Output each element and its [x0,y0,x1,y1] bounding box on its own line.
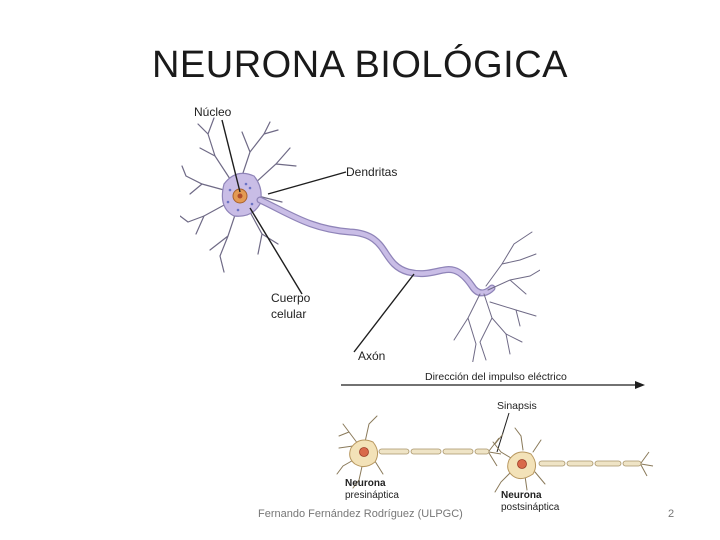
label-pre-1: Neurona [345,478,386,489]
label-post-1: Neurona [501,490,542,501]
synapse-leader [497,413,509,452]
axon-terminals [454,232,540,366]
footer-author: Fernando Fernández Rodríguez (ULPGC) [258,508,463,520]
neuron-illustration: Núcleo Dendritas Cuerpo celular Axón [180,104,540,372]
axon-shaft [260,200,492,293]
postsynaptic-neuron [493,428,653,492]
slide-title: NEURONA BIOLÓGICA [0,44,720,87]
label-cell-body-2: celular [271,307,306,321]
synapse-illustration: Dirección del impulso eléctrico Sinapsis [335,362,655,518]
direction-arrow-head [635,381,645,389]
neuron-diagram: Núcleo Dendritas Cuerpo celular Axón [180,104,540,372]
label-dendrites: Dendritas [346,165,397,179]
label-cell-body-1: Cuerpo [271,291,311,305]
label-post-2: postsináptica [501,502,560,513]
page-number: 2 [668,508,674,520]
leader-lines [222,120,414,352]
label-synapse: Sinapsis [497,400,537,412]
label-nucleus: Núcleo [194,105,232,119]
label-axon: Axón [358,349,385,363]
synapse-diagram: Dirección del impulso eléctrico Sinapsis [335,362,655,518]
label-pre-2: presináptica [345,490,399,501]
label-direction: Dirección del impulso eléctrico [425,371,567,383]
